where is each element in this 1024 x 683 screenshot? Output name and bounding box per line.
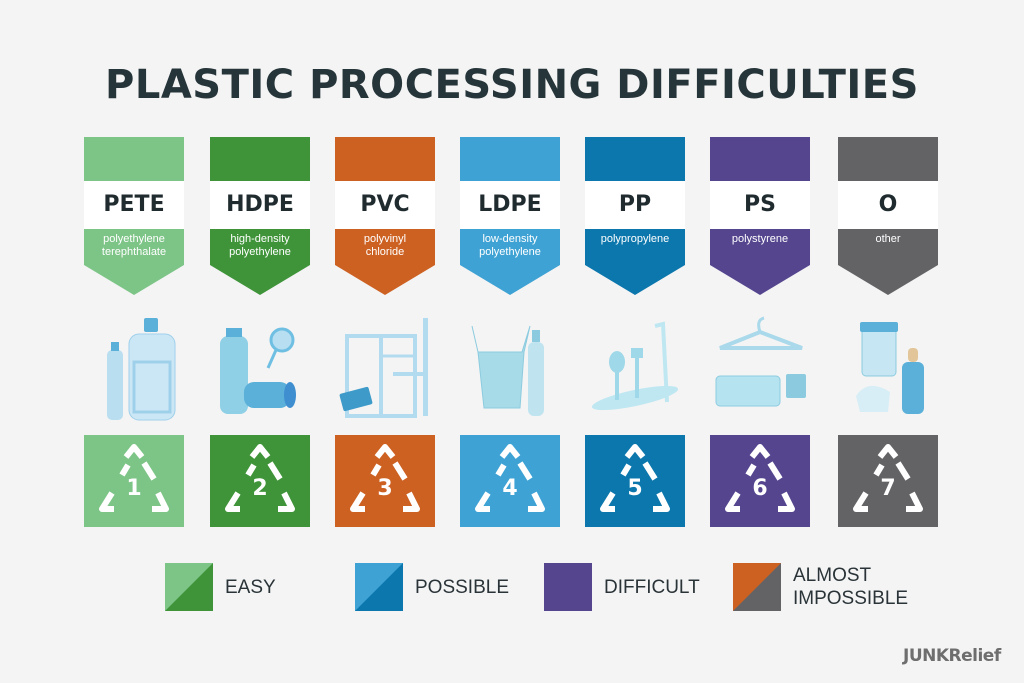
legend-swatch-difficult [544,563,592,611]
resin-tag-other: O other [838,137,938,295]
resin-code: PP [618,192,652,217]
resin-name: polystyrene [731,233,789,245]
legend-swatch-easy [165,563,213,611]
resin-code: HDPE [226,192,294,217]
svg-text:1: 1 [126,476,141,501]
pvc-items-illustration [339,318,428,418]
recycle-badge-7: 7 [838,435,938,527]
junkrelief-logo: JUNKRelief [903,646,1001,666]
svg-text:4: 4 [502,476,517,501]
resin-code: PS [744,192,776,217]
svg-text:7: 7 [880,476,895,501]
resin-tag-ps: PS polystyrene [710,137,810,295]
recycle-badge-4: 4 [460,435,560,527]
pp-items-illustration [591,321,679,411]
legend-swatch-almost-impossible [733,563,781,611]
resin-name: polypropylene [600,233,670,245]
recycle-badge-3: 3 [335,435,435,527]
other-items-illustration [856,322,924,414]
resin-code: PVC [360,192,410,217]
resin-name: other [875,233,901,245]
svg-text:5: 5 [627,476,642,501]
legend-label: DIFFICULT [604,576,700,598]
legend-label: POSSIBLE [415,576,509,598]
plastic-column-ps: PS polystyrene 6 [710,137,810,527]
page-title: PLASTIC PROCESSING DIFFICULTIES [105,62,919,108]
water-bottles-illustration [107,318,176,421]
svg-text:2: 2 [252,476,267,501]
legend-swatch-possible [355,563,403,611]
plastic-column-pp: PP polypropylene 5 [585,137,685,527]
recycle-badge-2: 2 [210,435,310,527]
recycle-badge-6: 6 [710,435,810,527]
ldpe-items-illustration [471,325,544,416]
resin-code: LDPE [478,192,542,217]
legend-label: EASY [225,576,276,598]
svg-text:6: 6 [752,476,767,501]
resin-code: O [878,192,898,217]
hdpe-items-illustration [220,327,296,414]
recycle-badge-5: 5 [585,435,685,527]
plastic-column-other: O other 7 [838,137,938,527]
resin-tag-pp: PP polypropylene [585,137,685,295]
recycle-badge-1: 1 [84,435,184,527]
ps-items-illustration [715,316,806,407]
resin-code: PETE [103,192,165,217]
svg-text:3: 3 [377,476,392,501]
